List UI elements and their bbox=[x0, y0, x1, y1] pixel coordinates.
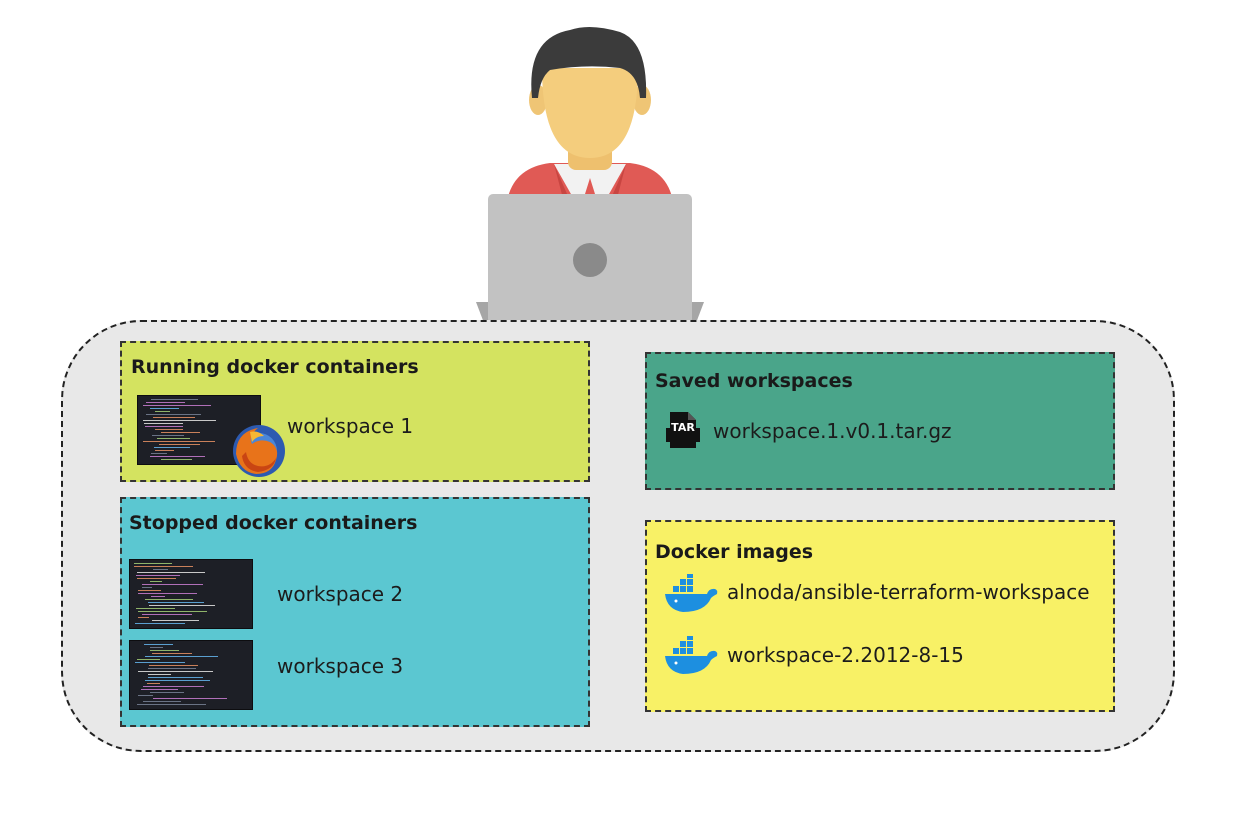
code-line bbox=[153, 698, 227, 699]
code-line bbox=[137, 704, 206, 705]
code-line bbox=[145, 680, 210, 681]
workspace-screenshot-thumbnail bbox=[129, 640, 253, 710]
laptop-logo bbox=[573, 243, 607, 277]
code-line bbox=[153, 417, 195, 418]
code-line bbox=[155, 429, 183, 430]
code-line bbox=[148, 674, 171, 675]
code-line bbox=[138, 593, 197, 594]
code-line bbox=[149, 605, 215, 606]
code-line bbox=[150, 408, 179, 409]
code-line bbox=[141, 689, 178, 690]
code-line bbox=[138, 671, 213, 672]
stopped-item-label: workspace 3 bbox=[277, 654, 404, 678]
code-line bbox=[137, 578, 176, 579]
code-line bbox=[137, 572, 205, 573]
code-line bbox=[155, 450, 174, 451]
code-line bbox=[143, 420, 216, 421]
code-line bbox=[143, 701, 181, 702]
firefox-icon bbox=[233, 425, 285, 477]
code-line bbox=[150, 581, 162, 582]
code-line bbox=[161, 459, 192, 460]
code-line bbox=[134, 563, 172, 564]
code-line bbox=[135, 623, 185, 624]
code-line bbox=[138, 611, 207, 612]
workspace-screenshot-thumbnail bbox=[137, 395, 261, 465]
code-line bbox=[157, 438, 190, 439]
saved-workspaces-panel bbox=[645, 352, 1115, 490]
developer-illustration bbox=[476, 26, 704, 324]
code-line bbox=[150, 650, 179, 651]
code-line bbox=[144, 644, 173, 645]
code-line bbox=[148, 602, 204, 603]
docker-whale-icon bbox=[665, 574, 718, 612]
code-line bbox=[142, 584, 203, 585]
code-line bbox=[145, 656, 218, 657]
code-line bbox=[138, 617, 149, 618]
code-line bbox=[136, 575, 180, 576]
code-line bbox=[152, 620, 199, 621]
code-line bbox=[136, 608, 175, 609]
code-line bbox=[151, 399, 198, 400]
code-line bbox=[147, 683, 160, 684]
code-line bbox=[143, 686, 204, 687]
images-panel-title: Docker images bbox=[655, 541, 814, 563]
running-panel-title: Running docker containers bbox=[131, 356, 419, 378]
saved-item-label: workspace.1.v0.1.tar.gz bbox=[713, 419, 952, 443]
docker-images-panel bbox=[645, 520, 1115, 712]
code-line bbox=[150, 692, 184, 693]
code-line bbox=[142, 587, 152, 588]
code-line bbox=[135, 662, 185, 663]
code-line bbox=[145, 426, 183, 427]
code-line bbox=[155, 411, 170, 412]
code-line bbox=[153, 569, 168, 570]
code-line bbox=[154, 447, 190, 448]
code-line bbox=[148, 668, 196, 669]
saved-panel-title: Saved workspaces bbox=[655, 370, 853, 392]
image-item-label: alnoda/ansible-terraform-workspace bbox=[727, 580, 1090, 604]
code-line bbox=[146, 414, 201, 415]
stopped-item-label: workspace 2 bbox=[277, 582, 404, 606]
code-line bbox=[161, 432, 200, 433]
code-line bbox=[151, 453, 167, 454]
code-line bbox=[152, 653, 192, 654]
code-line bbox=[150, 456, 205, 457]
code-line bbox=[142, 614, 192, 615]
code-line bbox=[137, 659, 160, 660]
stopped-panel-title: Stopped docker containers bbox=[129, 512, 418, 534]
code-line bbox=[138, 590, 161, 591]
code-line bbox=[159, 444, 200, 445]
code-line bbox=[151, 596, 165, 597]
workspace-screenshot-thumbnail bbox=[129, 559, 253, 629]
running-item-label: workspace 1 bbox=[287, 414, 414, 438]
tar-icon-text: TAR bbox=[671, 421, 695, 434]
image-item-label: workspace-2.2012-8-15 bbox=[727, 643, 964, 667]
code-line bbox=[150, 647, 163, 648]
code-line bbox=[149, 665, 198, 666]
code-line bbox=[138, 695, 153, 696]
code-line bbox=[146, 402, 185, 403]
code-line bbox=[144, 423, 183, 424]
code-line bbox=[148, 677, 203, 678]
hair bbox=[531, 26, 647, 98]
tar-file-icon bbox=[666, 412, 700, 448]
code-line bbox=[143, 441, 215, 442]
face bbox=[542, 68, 638, 158]
code-line bbox=[143, 405, 211, 406]
code-line bbox=[134, 566, 193, 567]
code-line bbox=[145, 599, 193, 600]
docker-whale-icon bbox=[665, 636, 718, 674]
code-line bbox=[152, 435, 184, 436]
